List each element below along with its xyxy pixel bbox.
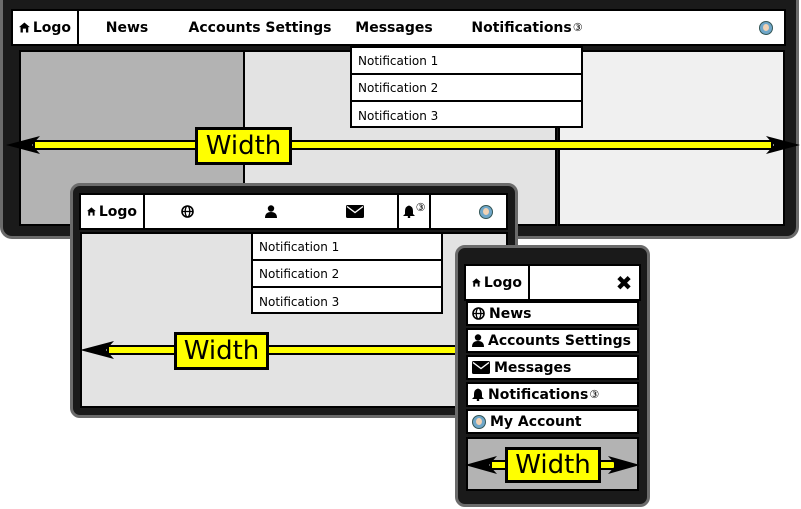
dropdown-item[interactable]: Notification 3 xyxy=(259,294,340,309)
home-icon xyxy=(472,278,481,287)
logo-text: Logo xyxy=(32,19,71,36)
dropdown-item[interactable]: Notification 1 xyxy=(352,48,581,75)
close-icon[interactable]: ✖ xyxy=(615,270,633,295)
tablet-notification-dropdown: Notification 1 Notification 2 Notificati… xyxy=(251,232,443,314)
mobile-logo[interactable]: Logo xyxy=(466,266,530,299)
bell-icon xyxy=(472,388,484,401)
avatar-icon xyxy=(479,204,493,219)
nav-accounts-settings[interactable]: Accounts Settings xyxy=(188,19,332,36)
avatar-icon xyxy=(472,414,486,429)
tablet-logo[interactable]: Logo xyxy=(81,195,145,228)
desktop-navbar: Logo News Accounts Settings Messages Not… xyxy=(11,9,786,46)
dropdown-item[interactable]: Notification 1 xyxy=(253,234,441,261)
tablet-nav-messages[interactable] xyxy=(313,195,397,228)
notification-count: ③ xyxy=(415,201,426,214)
desktop-logo[interactable]: Logo xyxy=(13,11,79,44)
dropdown-item[interactable]: Notification 2 xyxy=(352,75,581,102)
tablet-navbar: Logo ③ xyxy=(79,193,508,230)
notification-count: ③ xyxy=(572,21,583,34)
tablet-nav-notifications[interactable]: ③ xyxy=(397,195,431,228)
mobile-navbar: Logo ✖ xyxy=(464,264,641,301)
mobile-nav-messages[interactable]: Messages xyxy=(466,355,639,380)
tablet-width-label: Width xyxy=(174,332,269,370)
home-icon xyxy=(19,22,30,33)
envelope-icon xyxy=(472,361,490,374)
user-icon xyxy=(472,334,484,347)
desktop-column-3 xyxy=(558,50,785,226)
avatar-icon xyxy=(759,20,773,35)
desktop-width-label: Width xyxy=(195,127,292,165)
notification-count: ③ xyxy=(589,388,600,401)
bell-icon xyxy=(402,205,415,218)
tablet-avatar[interactable] xyxy=(466,195,506,228)
globe-icon xyxy=(180,205,194,218)
home-icon xyxy=(87,207,96,216)
mobile-nav-my-account[interactable]: My Account xyxy=(466,409,639,434)
user-icon xyxy=(265,205,277,218)
logo-text: Logo xyxy=(483,274,522,291)
nav-messages[interactable]: Messages xyxy=(355,19,433,36)
dropdown-item[interactable]: Notification 3 xyxy=(358,108,439,123)
desktop-notification-dropdown: Notification 1 Notification 2 Notificati… xyxy=(350,46,583,128)
desktop-avatar[interactable] xyxy=(748,11,784,44)
nav-news[interactable]: News xyxy=(105,19,149,36)
envelope-icon xyxy=(346,205,364,218)
logo-text: Logo xyxy=(98,203,137,220)
dropdown-item[interactable]: Notification 2 xyxy=(253,261,441,288)
mobile-nav-accounts-settings[interactable]: Accounts Settings xyxy=(466,328,639,353)
globe-icon xyxy=(472,307,485,320)
mobile-width-label: Width xyxy=(505,447,601,483)
tablet-nav-accounts[interactable] xyxy=(229,195,313,228)
tablet-nav-news[interactable] xyxy=(145,195,229,228)
mobile-nav-news[interactable]: News xyxy=(466,301,639,326)
tablet-width-arrow xyxy=(80,341,460,359)
desktop-width-arrow xyxy=(6,136,800,154)
